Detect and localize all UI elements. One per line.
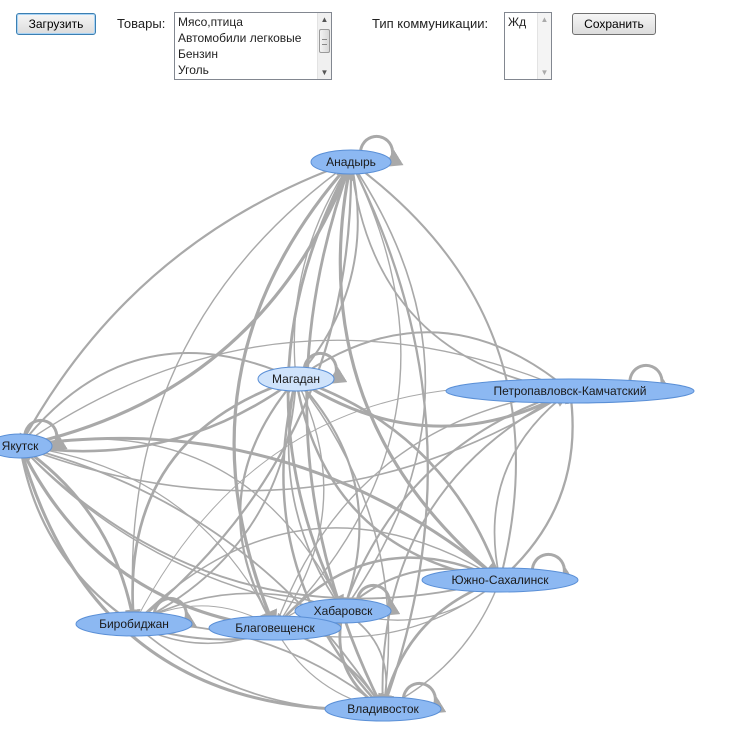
edge-magadan-yakutsk — [19, 352, 297, 447]
scroll-thumb[interactable] — [319, 29, 330, 53]
comm-type-options: Жд — [505, 13, 551, 30]
scroll-up-icon[interactable]: ▲ — [320, 15, 329, 24]
node-label: Магадан — [272, 372, 320, 386]
toolbar: Загрузить Товары: Мясо,птица Автомобили … — [0, 0, 734, 90]
edge-petro-yakutsk — [19, 339, 571, 447]
node-ellipse[interactable] — [257, 366, 335, 392]
save-button[interactable]: Сохранить — [572, 13, 656, 35]
edges-layer — [18, 160, 579, 719]
self-loop-yakutsk — [23, 418, 68, 452]
edge-vlad-anadyr — [349, 160, 429, 710]
node-ellipse[interactable] — [75, 611, 193, 637]
node-label: Благовещенск — [235, 621, 315, 635]
comm-type-label: Тип коммуникации: — [372, 16, 489, 31]
edge-yakutsk-birob — [18, 445, 136, 625]
edge-yuzhno-anadyr — [350, 161, 517, 581]
edge-yuzhno-vlad — [378, 578, 501, 711]
edge-vlad-yuzhno — [382, 579, 502, 710]
edge-khab-yakutsk — [19, 438, 344, 612]
goods-option[interactable]: Мясо,птица — [178, 15, 243, 29]
comm-type-option[interactable]: Жд — [508, 15, 527, 29]
node-ellipse[interactable] — [324, 696, 442, 722]
edge-anadyr-vlad — [305, 161, 385, 711]
edge-yakutsk-anadyr — [19, 160, 354, 448]
edge-yakutsk-khab — [19, 445, 344, 615]
goods-option[interactable]: Уголь — [178, 63, 209, 77]
node-khab[interactable]: Хабаровск — [294, 598, 392, 624]
node-ellipse[interactable] — [445, 378, 695, 404]
comm-type-listbox[interactable]: Жд ▲ ▼ — [504, 12, 552, 80]
nodes-layer: АнадырьМагаданПетропавловск-КамчатскийЯк… — [0, 149, 695, 722]
goods-option[interactable]: Автомобили легковые — [178, 31, 302, 45]
edge-petro-yuzhno — [492, 390, 571, 582]
node-label: Владивосток — [347, 702, 419, 716]
edge-anadyr-yakutsk — [19, 160, 352, 448]
goods-option[interactable]: Бензин — [178, 47, 219, 61]
scroll-down-icon[interactable]: ▼ — [540, 68, 549, 77]
node-vlad[interactable]: Владивосток — [324, 696, 442, 722]
node-blag[interactable]: Благовещенск — [208, 615, 342, 641]
node-birob[interactable]: Биробиджан — [75, 611, 193, 637]
edge-yuzhno-magadan — [294, 376, 502, 581]
self-loop-magadan — [302, 351, 348, 385]
node-label: Хабаровск — [314, 604, 374, 618]
edge-birob-yakutsk — [18, 444, 136, 625]
node-label: Якутск — [2, 439, 39, 453]
edge-vlad-yakutsk — [18, 443, 384, 710]
comm-scrollbar[interactable]: ▲ ▼ — [537, 13, 551, 79]
edge-birob-anadyr — [133, 160, 358, 625]
edge-anadyr-birob — [129, 161, 352, 625]
edge-magadan-blag — [239, 378, 297, 630]
node-petro[interactable]: Петропавловск-Камчатский — [445, 378, 695, 404]
node-label: Петропавловск-Камчатский — [494, 384, 647, 398]
node-ellipse[interactable] — [294, 598, 392, 624]
node-yakutsk[interactable]: Якутск — [0, 433, 53, 459]
edge-blag-anadyr — [274, 161, 402, 629]
edge-magadan-yuzhno — [294, 378, 502, 586]
edge-petro-vlad — [376, 390, 571, 711]
goods-label: Товары: — [117, 16, 166, 31]
edge-anadyr-blag — [232, 160, 353, 630]
node-label: Анадырь — [326, 155, 376, 169]
edge-khab-magadan — [295, 378, 361, 612]
node-anadyr[interactable]: Анадырь — [310, 149, 392, 175]
goods-listbox[interactable]: Мясо,птица Автомобили легковые Бензин Уг… — [174, 12, 332, 80]
edge-blag-yakutsk — [19, 443, 276, 629]
node-ellipse[interactable] — [310, 149, 392, 175]
node-ellipse[interactable] — [0, 433, 53, 459]
edge-magadan-khab — [287, 378, 344, 612]
edge-anadyr-yuzhno — [338, 161, 502, 582]
edge-anadyr-petro — [350, 161, 572, 395]
edge-vlad-magadan — [295, 378, 390, 710]
edge-yuzhno-petro — [499, 389, 579, 581]
scroll-up-icon[interactable]: ▲ — [540, 15, 549, 24]
edge-anadyr-magadan — [291, 161, 352, 380]
scroll-down-icon[interactable]: ▼ — [320, 68, 329, 77]
node-label: Южно-Сахалинск — [451, 573, 549, 587]
goods-scrollbar[interactable]: ▲ ▼ — [317, 13, 331, 79]
edge-birob-magadan — [133, 377, 302, 625]
load-button[interactable]: Загрузить — [16, 13, 96, 35]
edge-khab-anadyr — [342, 161, 427, 612]
node-ellipse[interactable] — [208, 615, 342, 641]
edge-magadan-petro — [295, 377, 572, 428]
goods-options: Мясо,птица Автомобили легковые Бензин Уг… — [175, 13, 331, 78]
node-yuzhno[interactable]: Южно-Сахалинск — [421, 567, 579, 593]
node-label: Биробиджан — [99, 617, 169, 631]
self-loop-anadyr — [359, 134, 404, 168]
node-ellipse[interactable] — [421, 567, 579, 593]
edge-magadan-vlad — [282, 378, 385, 711]
node-magadan[interactable]: Магадан — [257, 366, 335, 392]
